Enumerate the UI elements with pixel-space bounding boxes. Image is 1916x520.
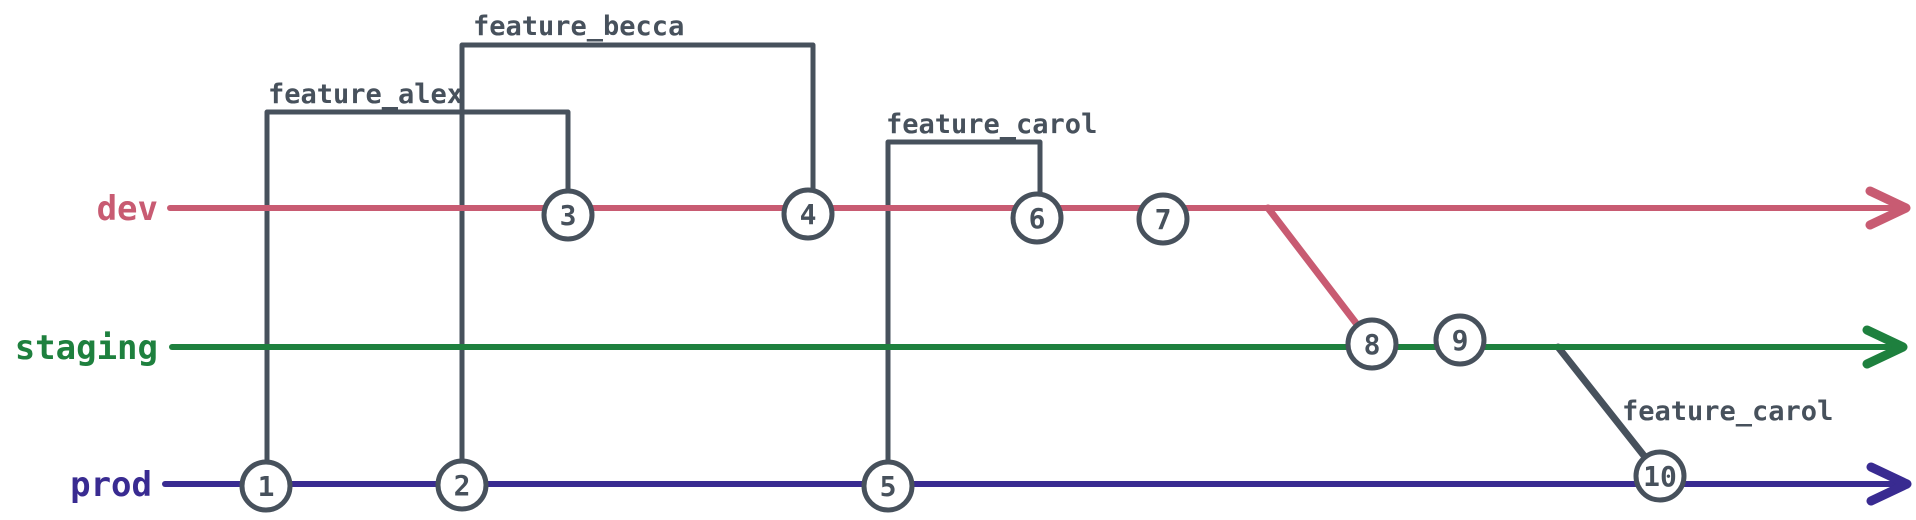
branch-arrowhead-prod [1866,462,1912,506]
commit-node-circle-5 [861,459,915,513]
feature-branch-line-feature_alex [264,109,571,467]
commit-node-number-9: 9 [1452,324,1469,357]
commit-node-circle-7 [1136,192,1190,246]
commit-node-number-8: 8 [1364,328,1381,361]
commit-node-circle-3 [541,188,595,242]
commit-node-number-1: 1 [258,470,275,503]
feature-branch-label-feature_becca: feature_becca [473,11,684,42]
commit-node-circle-6 [1010,191,1064,245]
branch-label-dev: dev [97,189,158,229]
feature-branch-label-feature_carol: feature_carol [886,109,1097,140]
feature-branch-line-feature_carol [885,139,1043,467]
commit-node-circle-4 [781,187,835,241]
commit-node-circle-1 [239,459,293,513]
commit-node-number-4: 4 [800,198,817,231]
merge-link-staging-to-10 [1554,343,1664,480]
commit-node-number-5: 5 [880,470,897,503]
commit-node-number-3: 3 [560,199,577,232]
feature-branch-line-feature_becca [459,42,816,466]
commit-node-circle-8 [1345,317,1399,371]
branch-arrowhead-dev [1865,186,1911,230]
commit-node-number-10: 10 [1643,460,1677,493]
branch-arrowhead-staging [1862,325,1908,369]
commit-node-number-6: 6 [1029,202,1046,235]
commit-node-circle-10 [1633,449,1687,503]
merge-link-dev-to-8 [1264,204,1376,348]
feature-branch-label-feature_alex: feature_alex [268,79,463,110]
branch-label-prod: prod [70,465,152,505]
branch-label-staging: staging [15,328,158,368]
merge-link-label-feature_carol: feature_carol [1622,396,1833,427]
commit-node-number-2: 2 [454,469,471,502]
commit-node-circle-2 [435,458,489,512]
commit-node-circle-9 [1433,313,1487,367]
commit-node-number-7: 7 [1155,203,1172,236]
